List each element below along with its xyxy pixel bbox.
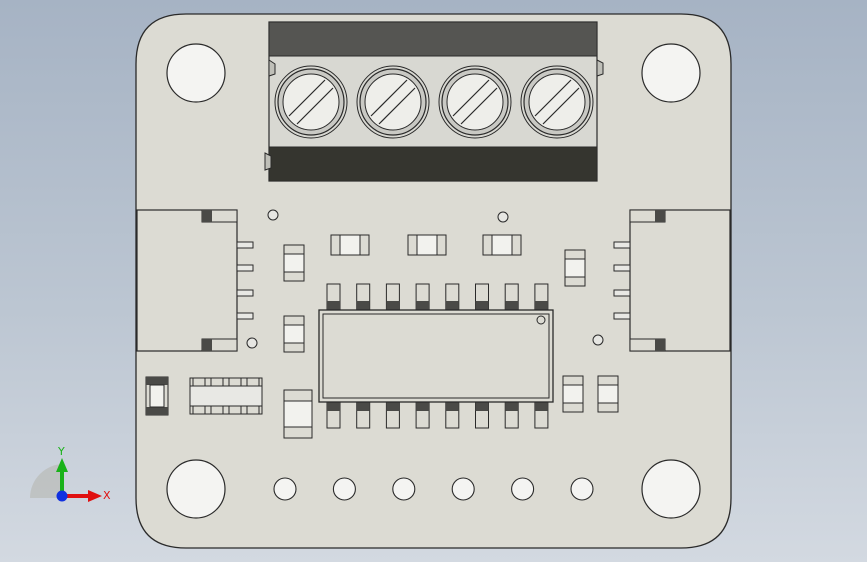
- ic-pin-bottom: [385, 401, 400, 429]
- ic-pin-bottom: [445, 401, 460, 429]
- ic-pin-top: [534, 283, 549, 311]
- ic-pin-bottom: [534, 401, 549, 429]
- via: [592, 334, 604, 346]
- ic-pin-top: [415, 283, 430, 311]
- via: [497, 211, 509, 223]
- smd-capacitor-5[interactable]: [597, 375, 619, 413]
- ic-pin-bottom: [326, 401, 341, 429]
- header-hole-3: [392, 477, 416, 501]
- header-hole-6: [570, 477, 594, 501]
- pin-header-holes: [273, 477, 594, 501]
- header-hole-4: [451, 477, 475, 501]
- y-axis-label: Y: [57, 445, 65, 458]
- ic-pin-bottom: [475, 401, 489, 429]
- header-hole-1: [273, 477, 297, 501]
- terminal-screw-3[interactable]: [438, 65, 512, 139]
- connector-left[interactable]: [136, 209, 254, 352]
- terminal-screw-2[interactable]: [356, 65, 430, 139]
- smd-capacitor-4[interactable]: [562, 375, 584, 413]
- via: [246, 337, 258, 349]
- mounting-hole-bottom-right: [641, 459, 701, 519]
- z-axis-dot: [56, 490, 68, 502]
- ic-pin-top: [356, 283, 371, 311]
- ic-pin-bottom: [504, 401, 519, 429]
- ic-pin-top: [504, 283, 519, 311]
- terminal-screw-1[interactable]: [274, 65, 348, 139]
- ic-pin-top: [445, 283, 460, 311]
- smd-resistor-2[interactable]: [407, 234, 447, 256]
- axis-triad: Y X: [30, 445, 111, 502]
- header-hole-2: [332, 477, 356, 501]
- screw-terminal-block[interactable]: [264, 21, 604, 182]
- x-axis-label: X: [103, 489, 111, 502]
- via: [267, 209, 279, 221]
- terminal-screw-4[interactable]: [520, 65, 594, 139]
- smd-large-capacitor[interactable]: [283, 389, 313, 439]
- mounting-hole-top-right: [641, 43, 701, 103]
- ic-pin-bottom: [356, 401, 371, 429]
- ic-pin-top: [326, 283, 341, 311]
- header-hole-5: [511, 477, 535, 501]
- mounting-hole-bottom-left: [166, 459, 226, 519]
- smd-resistor-1[interactable]: [330, 234, 370, 256]
- smd-capacitor-3[interactable]: [564, 249, 586, 287]
- smd-resistor-3[interactable]: [482, 234, 522, 256]
- smd-capacitor-2[interactable]: [283, 315, 305, 353]
- soic-16-ic[interactable]: [318, 283, 554, 429]
- connector-right[interactable]: [613, 209, 731, 352]
- ic-pin-top: [385, 283, 400, 311]
- sot-component[interactable]: [145, 376, 169, 416]
- resistor-array[interactable]: [189, 377, 263, 415]
- ic-pin-bottom: [415, 401, 430, 429]
- smd-capacitor-1[interactable]: [283, 244, 305, 282]
- mounting-hole-top-left: [166, 43, 226, 103]
- ic-pin-top: [475, 283, 489, 311]
